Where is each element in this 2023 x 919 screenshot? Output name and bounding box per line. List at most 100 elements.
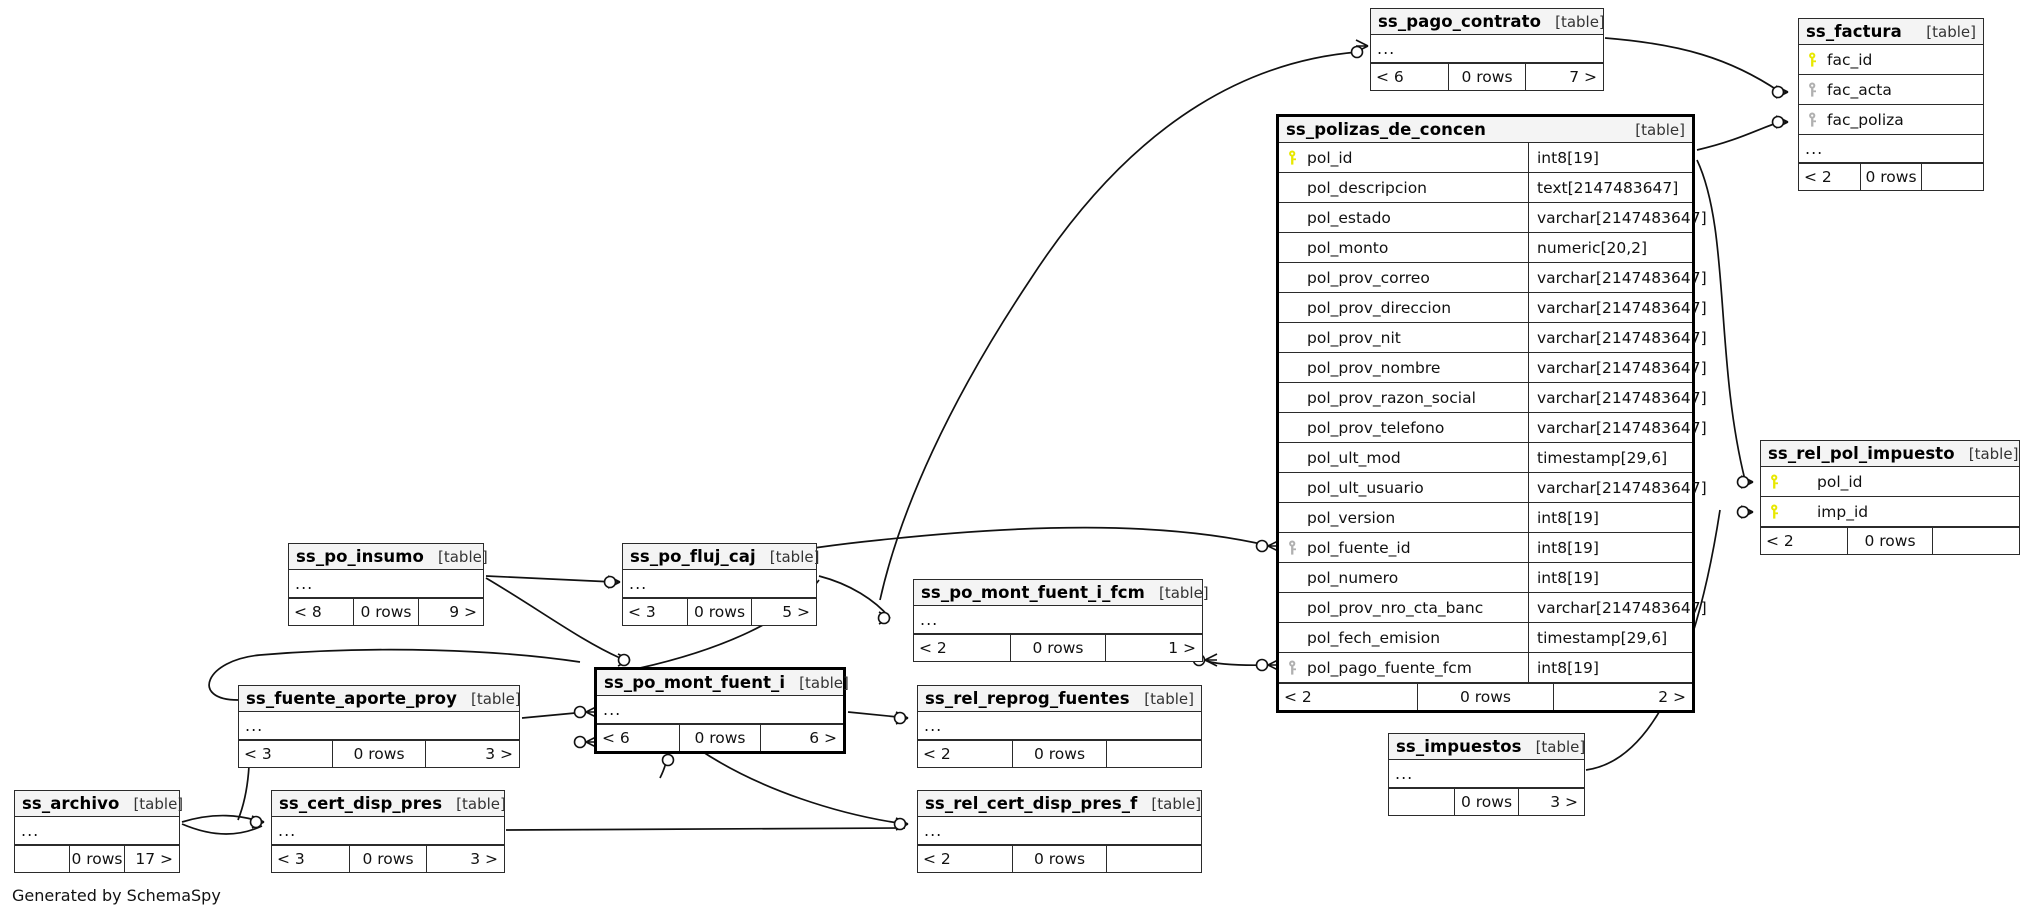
column-row[interactable]: fac_acta (1799, 75, 1983, 105)
foreign-key-icon (1286, 540, 1301, 556)
footer-parents-count[interactable]: < 3 (244, 745, 272, 763)
table-title: ss_po_mont_fuent_i_fcm (921, 583, 1145, 602)
footer-children-count[interactable]: 17 > (135, 850, 173, 868)
column-name-cell: pol_prov_direccion (1279, 299, 1528, 317)
footer-parents-count[interactable]: < 2 (1284, 688, 1312, 706)
footer-children-count[interactable]: 1 > (1168, 639, 1196, 657)
footer-children-count[interactable]: 5 > (782, 603, 811, 621)
table-type-tag: [table] (133, 794, 184, 813)
column-name: pol_prov_razon_social (1307, 388, 1476, 407)
table-header-ss_pago_contrato: ss_pago_contrato[table] (1371, 9, 1605, 35)
column-name: pol_prov_telefono (1307, 418, 1445, 437)
footer-parents-count[interactable]: < 6 (1376, 68, 1404, 86)
table-header-ss_po_mont_fuent_i_fcm: ss_po_mont_fuent_i_fcm[table] (914, 580, 1209, 606)
column-type: varchar[2147483647] (1528, 203, 1707, 232)
table-footer-ss_po_mont_fuent_i_fcm: < 2 0 rows 1 > (914, 634, 1202, 661)
footer-row-count: 0 rows (1010, 635, 1106, 661)
footer-children-count[interactable]: 3 > (470, 850, 498, 868)
footer-children-count[interactable] (1107, 846, 1201, 872)
footer-parents-count[interactable] (1389, 789, 1454, 815)
footer-parents-count[interactable] (15, 846, 69, 872)
column-name-cell: pol_prov_nro_cta_banc (1279, 599, 1528, 617)
footer-parents-count[interactable]: < 8 (294, 603, 322, 621)
table-header-ss_po_fluj_caj: ss_po_fluj_caj[table] (623, 544, 819, 570)
footer-parents-count[interactable]: < 2 (1766, 532, 1794, 550)
footer-parents-count[interactable]: < 2 (923, 745, 951, 763)
column-type: numeric[20,2] (1528, 233, 1692, 262)
footer-children-count[interactable]: 2 > (1658, 688, 1686, 706)
footer-children-count[interactable] (1933, 528, 2019, 554)
primary-key-icon (1768, 474, 1783, 490)
column-type: varchar[2147483647] (1528, 353, 1707, 382)
footer-children-count[interactable] (1107, 741, 1201, 767)
column-row[interactable]: fac_poliza (1799, 105, 1983, 135)
column-name: pol_prov_nombre (1307, 358, 1441, 377)
footer-children-count[interactable]: 9 > (449, 603, 477, 621)
footer-children-count[interactable]: 3 > (485, 745, 513, 763)
footer-parents-count[interactable]: < 2 (1804, 168, 1832, 186)
column-row[interactable]: pol_id (1761, 467, 2019, 497)
column-row[interactable]: imp_id (1761, 497, 2019, 527)
column-name-cell: pol_prov_telefono (1279, 419, 1528, 437)
column-name: pol_ult_mod (1307, 448, 1401, 467)
footer-parents-count[interactable]: < 2 (919, 639, 947, 657)
footer-parents-count[interactable]: < 2 (923, 850, 951, 868)
table-type-tag: [table] (1151, 794, 1202, 813)
footer-parents-count[interactable]: < 6 (602, 729, 630, 747)
footer-parents-count[interactable]: < 3 (628, 603, 656, 621)
generated-by-credit: Generated by SchemaSpy (12, 886, 221, 905)
footer-parents-count[interactable]: < 3 (277, 850, 305, 868)
column-row[interactable]: fac_id (1799, 45, 1983, 75)
footer-row-count: 0 rows (349, 846, 427, 872)
foreign-key-icon (1809, 82, 1816, 97)
footer-children-count[interactable]: 7 > (1569, 68, 1597, 86)
table-title: ss_rel_reprog_fuentes (925, 689, 1130, 708)
column-row[interactable]: pol_prov_nombre varchar[2147483647] (1279, 353, 1707, 383)
footer-children-count[interactable]: 3 > (1550, 793, 1578, 811)
foreign-key-icon (1289, 540, 1296, 555)
column-type: int8[19] (1528, 653, 1692, 682)
primary-key-icon (1768, 504, 1783, 520)
footer-children-count[interactable] (1922, 164, 1983, 190)
column-name-cell: fac_id (1799, 51, 1872, 69)
foreign-key-icon (1289, 660, 1296, 675)
column-name: imp_id (1817, 502, 1869, 521)
footer-children-count[interactable]: 6 > (809, 729, 837, 747)
